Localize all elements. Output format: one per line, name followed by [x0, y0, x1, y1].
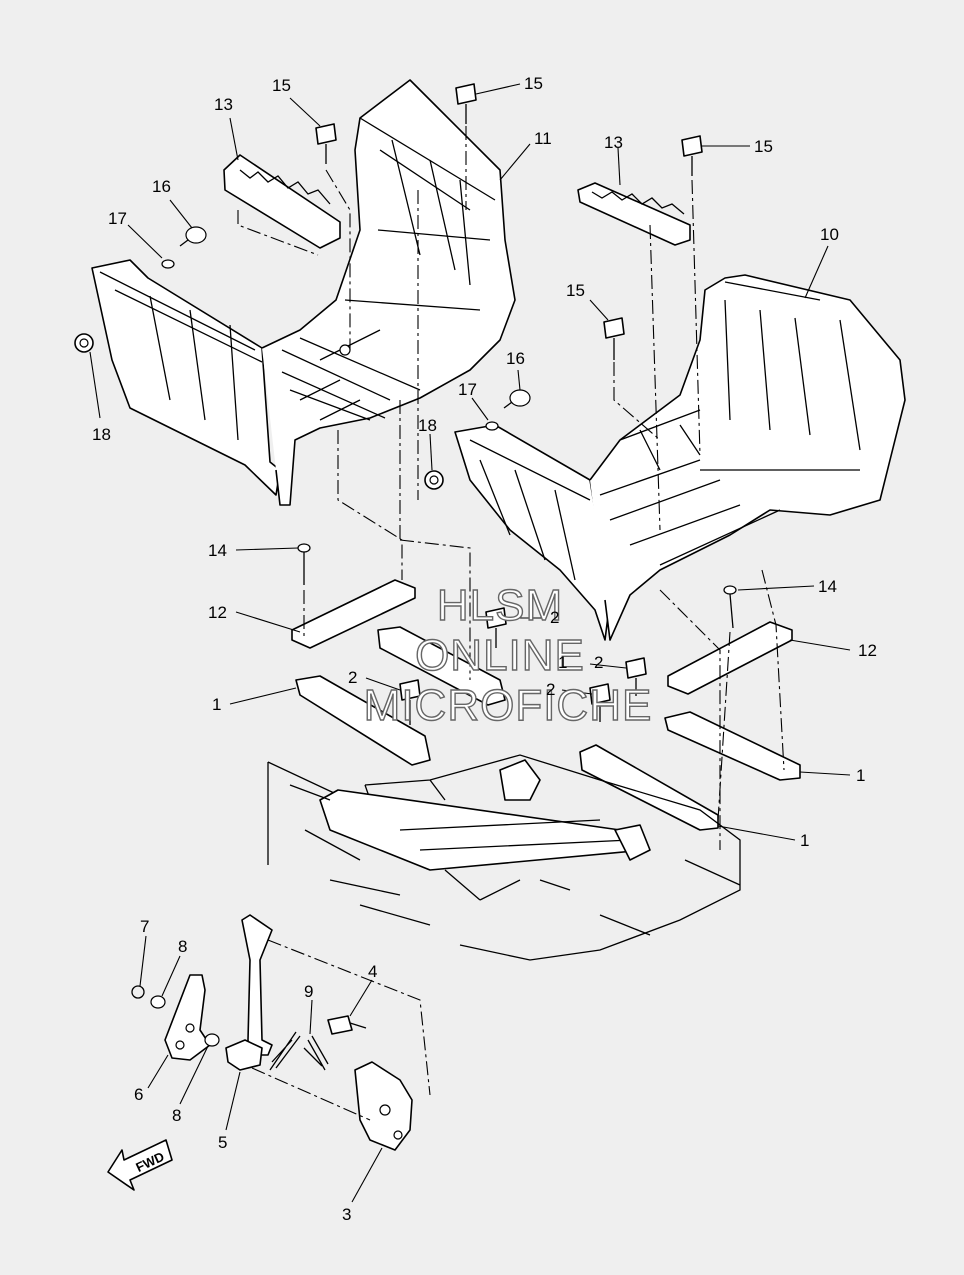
callout-17: 17 [458, 380, 477, 399]
callout-11: 11 [534, 129, 552, 148]
callout-13: 13 [214, 95, 233, 114]
leader-lines [89, 83, 851, 1203]
bolt-15-b [455, 83, 477, 124]
callout-17: 17 [108, 209, 127, 228]
callout-16: 16 [506, 349, 525, 368]
rivet-14-right [723, 585, 737, 629]
watermark-line-2: ONLINE [415, 631, 585, 680]
clip-7 [131, 985, 145, 999]
rivet-14-left [297, 543, 311, 585]
callouts: 15 15 15 15 13 13 11 10 16 16 17 17 18 1… [92, 74, 877, 1224]
callout-15: 15 [272, 76, 291, 95]
callout-2: 2 [348, 668, 357, 687]
callout-1: 1 [856, 766, 865, 785]
callout-8: 8 [172, 1106, 181, 1125]
screw-16-left [179, 226, 207, 247]
left-bracket-12 [291, 579, 416, 649]
bolt-2-b [485, 607, 507, 648]
callout-2: 2 [594, 653, 603, 672]
washer-8-upper [150, 995, 166, 1009]
callout-1: 1 [800, 831, 809, 850]
callout-12: 12 [858, 641, 877, 660]
callout-15: 15 [754, 137, 773, 156]
bolt-15-c [681, 135, 703, 176]
callout-9: 9 [304, 982, 313, 1001]
screw-16-right [503, 389, 531, 409]
callout-16: 16 [152, 177, 171, 196]
callout-4: 4 [368, 962, 377, 981]
watermark: HLSM ONLINE MICROFICHE [363, 580, 653, 730]
bolt-2-c [589, 683, 611, 722]
callout-8: 8 [178, 937, 187, 956]
watermark-line-3: MICROFICHE [364, 681, 653, 730]
washer-17-right [485, 421, 499, 431]
callout-2: 2 [550, 608, 559, 627]
washer-17-left [161, 259, 175, 269]
left-footrest-plate [91, 79, 516, 506]
brake-arm-6 [164, 974, 211, 1061]
spring-9 [269, 1031, 329, 1071]
fwd-arrow: FWD [107, 1139, 173, 1191]
callout-2: 2 [546, 680, 555, 699]
callout-18: 18 [92, 425, 111, 444]
callout-15: 15 [566, 281, 585, 300]
callout-14: 14 [208, 541, 227, 560]
frame [267, 754, 741, 961]
nut-18-right [424, 470, 444, 490]
stay-1-right-upper [664, 711, 801, 781]
callout-5: 5 [218, 1133, 227, 1152]
callout-18: 18 [418, 416, 437, 435]
bolt-4 [327, 1015, 367, 1035]
washer-8-lower [204, 1033, 220, 1047]
bolt-15-a [315, 123, 337, 164]
callout-14: 14 [818, 577, 837, 596]
callout-10: 10 [820, 225, 839, 244]
callout-12: 12 [208, 603, 227, 622]
callout-1: 1 [212, 695, 221, 714]
stay-1-left [295, 675, 431, 766]
nut-18-left [74, 333, 94, 353]
brake-lever-3 [354, 1061, 413, 1151]
stay-1-right-lower [579, 744, 719, 831]
left-step [223, 154, 341, 249]
stay-1-center [377, 626, 506, 706]
bolt-2-a [399, 679, 421, 725]
assembly-lines [237, 126, 785, 1121]
callout-6: 6 [134, 1085, 143, 1104]
callout-15: 15 [524, 74, 543, 93]
callout-7: 7 [140, 917, 149, 936]
callout-13: 13 [604, 133, 623, 152]
bolt-15-d [603, 317, 625, 360]
callout-3: 3 [342, 1205, 351, 1224]
right-step [577, 182, 691, 246]
right-footrest-plate [454, 274, 906, 641]
callout-1: 1 [558, 653, 567, 672]
brake-pedal [225, 914, 273, 1071]
bolt-2-d [625, 657, 647, 696]
watermark-line-1: HLSM [437, 581, 563, 630]
